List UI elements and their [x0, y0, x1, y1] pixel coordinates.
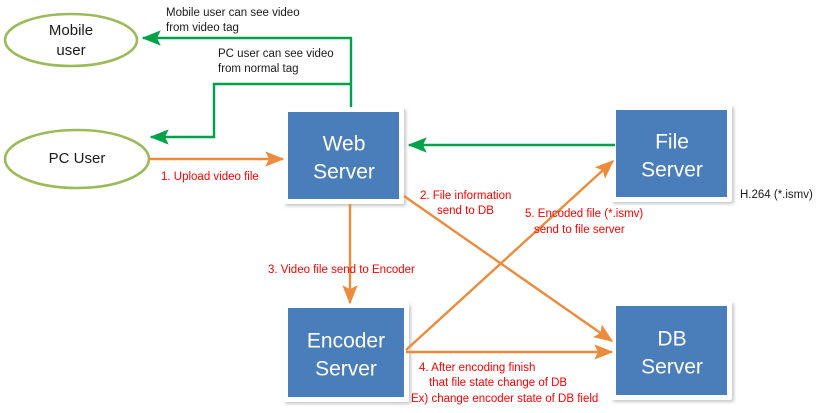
node-encoder-server[interactable]: Encoder Server: [283, 303, 409, 402]
flow-5-line1: 5. Encoded file (*.ismv): [525, 208, 643, 220]
encoder-server-body: [288, 308, 404, 397]
flow-5-line2: send to file server: [534, 224, 625, 236]
web-server-label-line1: Web: [323, 133, 366, 156]
flow-label-2: 2. File information send to DB: [420, 190, 511, 217]
flow-4-line2: that file state change of DB: [429, 377, 567, 389]
flow-label-1: 1. Upload video file: [161, 171, 259, 183]
node-file-server[interactable]: File Server: [611, 105, 732, 202]
mobile-user-label-line1: Mobile: [49, 22, 93, 39]
flow-4-line1: 4. After encoding finish: [419, 362, 535, 374]
flow-label-4: 4. After encoding finish that file state…: [411, 362, 598, 405]
web-server-label-line2: Server: [313, 161, 375, 184]
flow-2-line2: send to DB: [437, 205, 494, 217]
encoder-server-label-line2: Server: [315, 358, 377, 381]
flow-1-line1: 1. Upload video file: [161, 171, 259, 183]
node-db-server[interactable]: DB Server: [611, 301, 732, 400]
note-codec: H.264 (*.ismv): [740, 189, 813, 201]
node-mobile-user[interactable]: Mobile user: [3, 12, 139, 68]
db-server-label-line1: DB: [657, 328, 686, 351]
node-pc-user[interactable]: PC User: [3, 128, 151, 190]
note-pc-delivery: PC user can see video from normal tag: [218, 48, 334, 75]
db-server-label-line2: Server: [641, 356, 703, 379]
encoder-server-label-line1: Encoder: [307, 330, 385, 353]
node-web-server[interactable]: Web Server: [283, 107, 404, 204]
file-server-body: [616, 110, 727, 197]
mobile-note-line1: Mobile user can see video: [166, 7, 300, 19]
web-server-body: [288, 112, 399, 199]
arrow-web-server-to-db-server: [403, 195, 614, 342]
file-server-label-line1: File: [655, 131, 689, 154]
flow-4-line3: Ex) change encoder state of DB field: [411, 393, 598, 405]
codec-note-line1: H.264 (*.ismv): [740, 189, 813, 201]
note-mobile-delivery: Mobile user can see video from video tag: [166, 7, 300, 34]
file-server-label-line2: Server: [641, 159, 703, 182]
flow-label-5: 5. Encoded file (*.ismv) send to file se…: [525, 208, 643, 236]
mobile-note-line2: from video tag: [166, 22, 239, 34]
arrow-web-server-to-pc-user: [149, 82, 351, 145]
arrow-encoder-server-to-file-server: [405, 160, 615, 351]
pc-user-label-line1: PC User: [49, 150, 106, 167]
mobile-user-label-line2: user: [56, 42, 85, 59]
flow-label-3: 3. Video file send to Encoder: [268, 264, 415, 276]
db-server-body: [616, 306, 727, 395]
pc-note-line2: from normal tag: [218, 63, 299, 75]
mobile-user-ellipse: [3, 12, 139, 68]
flow-3-line1: 3. Video file send to Encoder: [268, 264, 415, 276]
flow-2-line1: 2. File information: [420, 190, 511, 202]
pc-note-line1: PC user can see video: [218, 48, 334, 60]
